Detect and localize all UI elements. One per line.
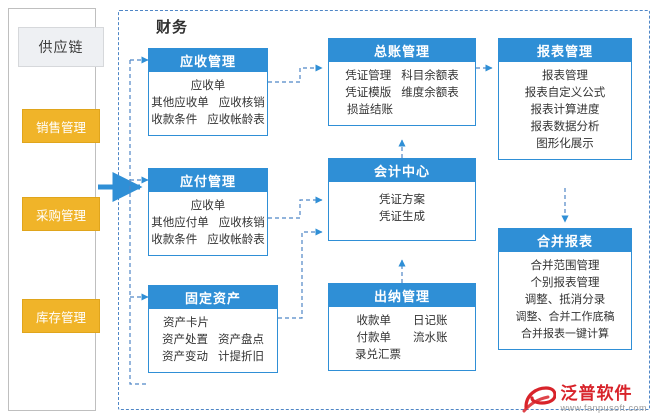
ar-item-2[interactable]: 应收核销	[218, 97, 265, 109]
card-title-accounts-receivable: 应收管理	[148, 48, 268, 72]
cash-item-3[interactable]: 流水账	[413, 332, 448, 344]
card-body-accounts-receivable: 应收单 其他应收单应收核销 收款条件应收帐龄表	[148, 72, 268, 136]
logo-company-url: www.fanpusoft.com	[560, 403, 647, 413]
gl-item-2[interactable]: 凭证模版	[345, 87, 392, 99]
card-body-cashier-management: 收款单 日记账 付款单 流水账 录兑汇票	[328, 307, 476, 371]
card-body-report-management: 报表管理 报表自定义公式 报表计算进度 报表数据分析 图形化展示	[498, 62, 632, 160]
cash-item-0[interactable]: 收款单	[356, 315, 392, 327]
cons-item-4[interactable]: 合并报表一键计算	[521, 328, 609, 340]
sidebar-item-inventory[interactable]: 库存管理	[22, 299, 100, 333]
ap-item-2[interactable]: 应收核销	[218, 217, 265, 229]
cons-item-3[interactable]: 调整、合并工作底稿	[515, 311, 615, 323]
card-body-accounting-center: 凭证方案 凭证生成	[328, 182, 476, 241]
cons-item-2[interactable]: 调整、抵消分录	[524, 294, 606, 306]
logo-company-name: 泛普软件	[560, 384, 633, 403]
gl-item-1[interactable]: 科目余额表	[401, 70, 459, 82]
gl-item-0[interactable]: 凭证管理	[345, 70, 392, 82]
ar-item-0[interactable]: 应收单	[190, 80, 226, 92]
finance-group-frame	[118, 10, 650, 410]
card-title-general-ledger: 总账管理	[328, 38, 476, 62]
acc-item-1[interactable]: 凭证生成	[379, 211, 425, 223]
card-general-ledger[interactable]: 总账管理 凭证管理科目余额表 凭证模版维度余额表 损益结账	[328, 38, 476, 126]
card-accounts-receivable[interactable]: 应收管理 应收单 其他应收单应收核销 收款条件应收帐龄表	[148, 48, 268, 136]
report-item-4[interactable]: 图形化展示	[536, 138, 594, 150]
card-cashier-management[interactable]: 出纳管理 收款单 日记账 付款单 流水账 录兑汇票	[328, 283, 476, 371]
ar-item-4[interactable]: 应收帐龄表	[207, 114, 265, 126]
cash-item-2[interactable]: 付款单	[356, 332, 392, 344]
card-accounting-center[interactable]: 会计中心 凭证方案 凭证生成	[328, 158, 476, 241]
card-report-management[interactable]: 报表管理 报表管理 报表自定义公式 报表计算进度 报表数据分析 图形化展示	[498, 38, 632, 160]
card-title-fixed-assets: 固定资产	[148, 285, 278, 309]
fa-item-3[interactable]: 资产变动	[162, 351, 208, 363]
supply-chain-title: 供应链	[18, 27, 104, 67]
fa-item-0[interactable]: 资产卡片	[163, 317, 209, 329]
card-title-cashier-management: 出纳管理	[328, 283, 476, 307]
finance-group-title: 财务	[150, 16, 195, 37]
card-title-report-management: 报表管理	[498, 38, 632, 62]
card-body-fixed-assets: 资产卡片 资产处置资产盘点 资产变动计提折旧	[148, 309, 278, 373]
acc-item-0[interactable]: 凭证方案	[379, 194, 425, 206]
gl-item-3[interactable]: 维度余额表	[401, 87, 459, 99]
ap-item-3[interactable]: 收款条件	[151, 234, 198, 246]
report-item-0[interactable]: 报表管理	[542, 70, 588, 82]
card-body-accounts-payable: 应收单 其他应付单应收核销 收款条件应收帐龄表	[148, 192, 268, 256]
report-item-2[interactable]: 报表计算进度	[530, 104, 600, 116]
report-item-3[interactable]: 报表数据分析	[530, 121, 600, 133]
card-accounts-payable[interactable]: 应付管理 应收单 其他应付单应收核销 收款条件应收帐龄表	[148, 168, 268, 256]
supply-chain-panel: 供应链 销售管理 采购管理 库存管理	[8, 8, 104, 411]
logo-mark-icon	[522, 385, 558, 413]
company-logo: 泛普软件 www.fanpusoft.com	[522, 385, 647, 413]
ap-item-4[interactable]: 应收帐龄表	[207, 234, 265, 246]
cash-item-1[interactable]: 日记账	[413, 315, 448, 327]
cons-item-1[interactable]: 个别报表管理	[530, 277, 600, 289]
card-fixed-assets[interactable]: 固定资产 资产卡片 资产处置资产盘点 资产变动计提折旧	[148, 285, 278, 373]
card-consolidated-report[interactable]: 合并报表 合并范围管理 个别报表管理 调整、抵消分录 调整、合并工作底稿 合并报…	[498, 228, 632, 350]
sidebar-item-purchase[interactable]: 采购管理	[22, 197, 100, 231]
card-title-accounting-center: 会计中心	[328, 158, 476, 182]
cons-item-0[interactable]: 合并范围管理	[530, 260, 600, 272]
ar-item-3[interactable]: 收款条件	[151, 114, 198, 126]
gl-item-4[interactable]: 损益结账	[347, 104, 393, 116]
fa-item-1[interactable]: 资产处置	[162, 334, 208, 346]
card-title-consolidated-report: 合并报表	[498, 228, 632, 252]
report-item-1[interactable]: 报表自定义公式	[524, 87, 606, 99]
sidebar-item-sales[interactable]: 销售管理	[22, 109, 100, 143]
card-body-consolidated-report: 合并范围管理 个别报表管理 调整、抵消分录 调整、合并工作底稿 合并报表一键计算	[498, 252, 632, 350]
ar-item-1[interactable]: 其他应收单	[151, 97, 209, 109]
card-body-general-ledger: 凭证管理科目余额表 凭证模版维度余额表 损益结账	[328, 62, 476, 126]
ap-item-1[interactable]: 其他应付单	[151, 217, 209, 229]
fa-item-4[interactable]: 计提折旧	[218, 351, 264, 363]
ap-item-0[interactable]: 应收单	[190, 200, 226, 212]
card-title-accounts-payable: 应付管理	[148, 168, 268, 192]
fa-item-2[interactable]: 资产盘点	[218, 334, 264, 346]
cash-item-4[interactable]: 录兑汇票	[355, 349, 401, 361]
